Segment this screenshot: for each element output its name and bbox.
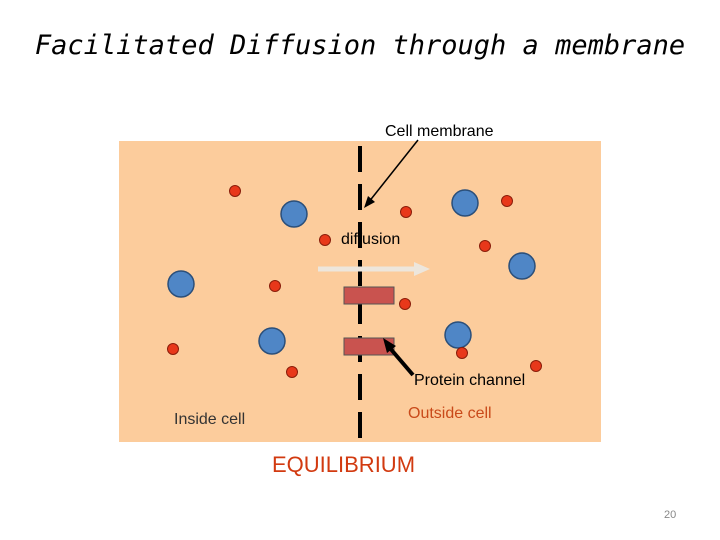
protein-channel-top [343, 286, 395, 305]
diffusion-label: diffusion [341, 231, 401, 248]
protein-pointer-head [383, 338, 396, 353]
small-molecule [479, 240, 491, 252]
large-molecule [280, 200, 308, 228]
diffusion-arrow-head [414, 262, 430, 276]
small-molecule [501, 195, 513, 207]
protein-pointer-line [387, 345, 415, 377]
cell-membrane-label: Cell membrane [385, 123, 494, 140]
small-molecule [400, 206, 412, 218]
small-molecule [319, 234, 331, 246]
small-molecule [167, 343, 179, 355]
page-number: 20 [664, 509, 677, 521]
equilibrium-label: EQUILIBRIUM [272, 452, 416, 477]
large-molecule [258, 327, 286, 355]
protein-channel-label: Protein channel [414, 372, 526, 389]
small-molecule [530, 360, 542, 372]
small-molecule [229, 185, 241, 197]
outside-cell-label: Outside cell [408, 405, 492, 422]
inside-cell-label: Inside cell [174, 411, 246, 428]
small-molecule [286, 366, 298, 378]
membrane-pointer-head [364, 196, 375, 208]
membrane-pointer-line [367, 139, 419, 204]
small-molecule [269, 280, 281, 292]
slide-title: Facilitated Diffusion through a membrane [34, 30, 686, 61]
large-molecule [451, 189, 479, 217]
large-molecule [167, 270, 195, 298]
small-molecule [399, 298, 411, 310]
large-molecule [508, 252, 536, 280]
large-molecule [444, 321, 472, 349]
small-molecule [456, 347, 468, 359]
